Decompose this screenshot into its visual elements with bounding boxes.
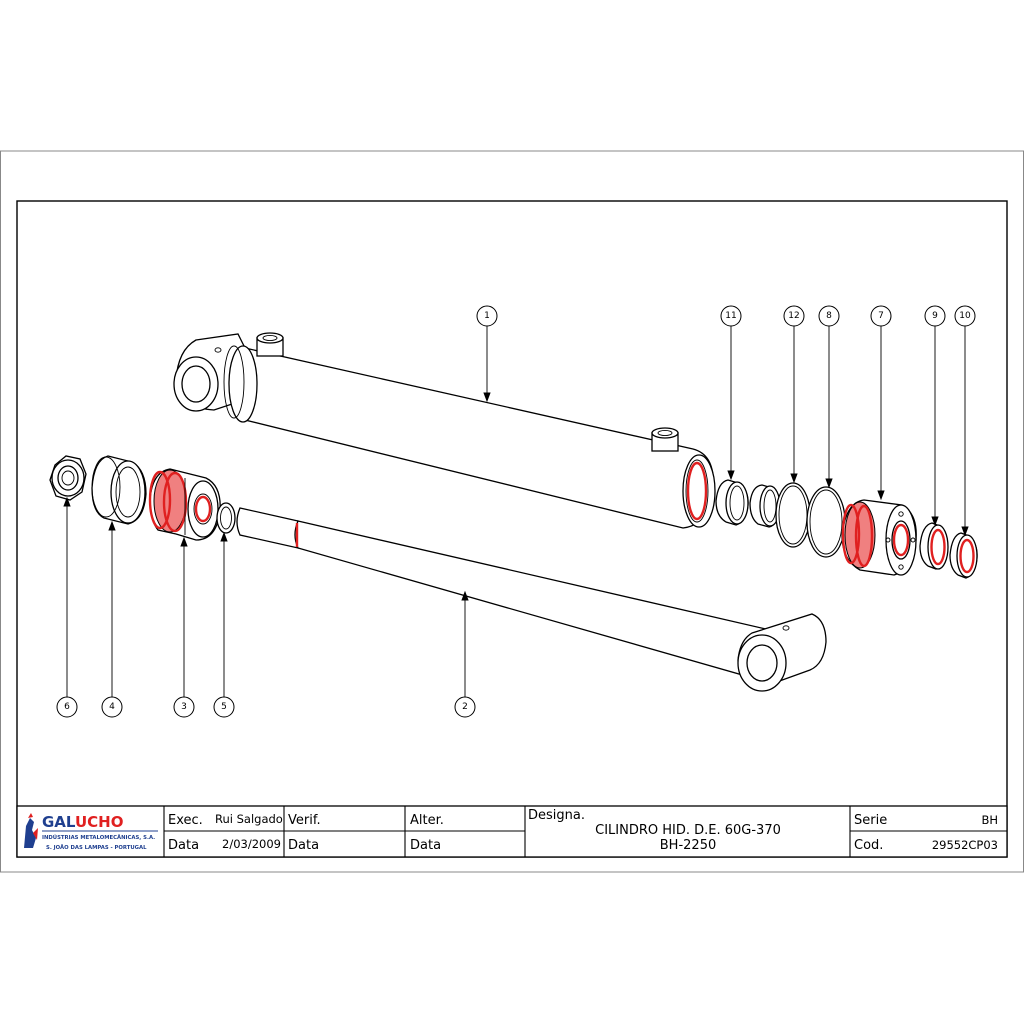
cod-value: 29552CP03 bbox=[932, 838, 998, 852]
svg-text:8: 8 bbox=[826, 311, 832, 321]
callout-2: 2 bbox=[454, 696, 476, 718]
svg-text:2: 2 bbox=[462, 702, 468, 712]
callout-4: 4 bbox=[101, 696, 123, 718]
callout-9: 9 bbox=[924, 305, 946, 327]
exec-label: Exec. bbox=[168, 813, 203, 828]
serie-value: BH bbox=[981, 813, 998, 827]
title-block: GALUCHO INDÚSTRIAS METALOMECÂNICAS, S.A.… bbox=[16, 805, 1008, 858]
svg-text:INDÚSTRIAS METALOMECÂNICAS, S.: INDÚSTRIAS METALOMECÂNICAS, S.A. bbox=[42, 834, 155, 841]
svg-text:1: 1 bbox=[484, 311, 490, 321]
svg-text:S. JOÃO DAS LAMPAS - PORTUGAL: S. JOÃO DAS LAMPAS - PORTUGAL bbox=[46, 844, 147, 851]
part-4-guide-ring bbox=[91, 455, 147, 525]
designa-label: Designa. bbox=[528, 808, 585, 823]
part-5-o-ring bbox=[216, 502, 236, 534]
callout-10: 10 bbox=[954, 305, 976, 327]
svg-text:5: 5 bbox=[221, 702, 227, 712]
cod-label: Cod. bbox=[854, 838, 883, 853]
designation-line-1: CILINDRO HID. D.E. 60G-370 bbox=[595, 823, 781, 838]
verif-label: Verif. bbox=[288, 813, 321, 828]
leader-lines bbox=[63, 326, 969, 698]
callout-8: 8 bbox=[818, 305, 840, 327]
svg-text:7: 7 bbox=[878, 311, 884, 321]
svg-text:11: 11 bbox=[725, 311, 736, 321]
designation-line-2: BH-2250 bbox=[660, 838, 716, 853]
data-label-2: Data bbox=[288, 838, 319, 853]
part-2-piston-rod bbox=[236, 507, 827, 692]
part-11-bushing bbox=[715, 479, 749, 526]
svg-text:4: 4 bbox=[109, 702, 115, 712]
company-logo: GALUCHO INDÚSTRIAS METALOMECÂNICAS, S.A.… bbox=[24, 813, 158, 851]
part-8-large-o-ring bbox=[775, 482, 846, 558]
svg-text:6: 6 bbox=[64, 702, 70, 712]
exec-value: Rui Salgado bbox=[215, 812, 283, 826]
part-1-cylinder-barrel bbox=[173, 332, 716, 529]
alter-label: Alter. bbox=[410, 813, 444, 828]
svg-text:9: 9 bbox=[932, 311, 938, 321]
callout-12: 12 bbox=[783, 305, 805, 327]
callout-1: 1 bbox=[476, 305, 498, 327]
callout-3: 3 bbox=[173, 696, 195, 718]
part-7-cylinder-head bbox=[841, 499, 917, 576]
data-label-3: Data bbox=[410, 838, 441, 853]
part-3-piston bbox=[148, 468, 221, 541]
callout-5: 5 bbox=[213, 696, 235, 718]
svg-text:3: 3 bbox=[181, 702, 187, 712]
svg-text:10: 10 bbox=[959, 311, 971, 321]
callout-7: 7 bbox=[870, 305, 892, 327]
svg-text:GALUCHO: GALUCHO bbox=[42, 813, 123, 831]
serie-label: Serie bbox=[854, 813, 887, 828]
data-value-1: 2/03/2009 bbox=[222, 837, 281, 851]
callout-6: 6 bbox=[56, 696, 78, 718]
part-6-nut bbox=[49, 455, 87, 501]
part-12-guide-band bbox=[749, 484, 781, 528]
part-10-wiper bbox=[949, 532, 978, 579]
part-9-rod-seal bbox=[919, 522, 949, 570]
callout-11: 11 bbox=[720, 305, 742, 327]
data-label-1: Data bbox=[168, 838, 199, 853]
svg-text:12: 12 bbox=[788, 311, 799, 321]
rooster-icon bbox=[24, 813, 38, 848]
